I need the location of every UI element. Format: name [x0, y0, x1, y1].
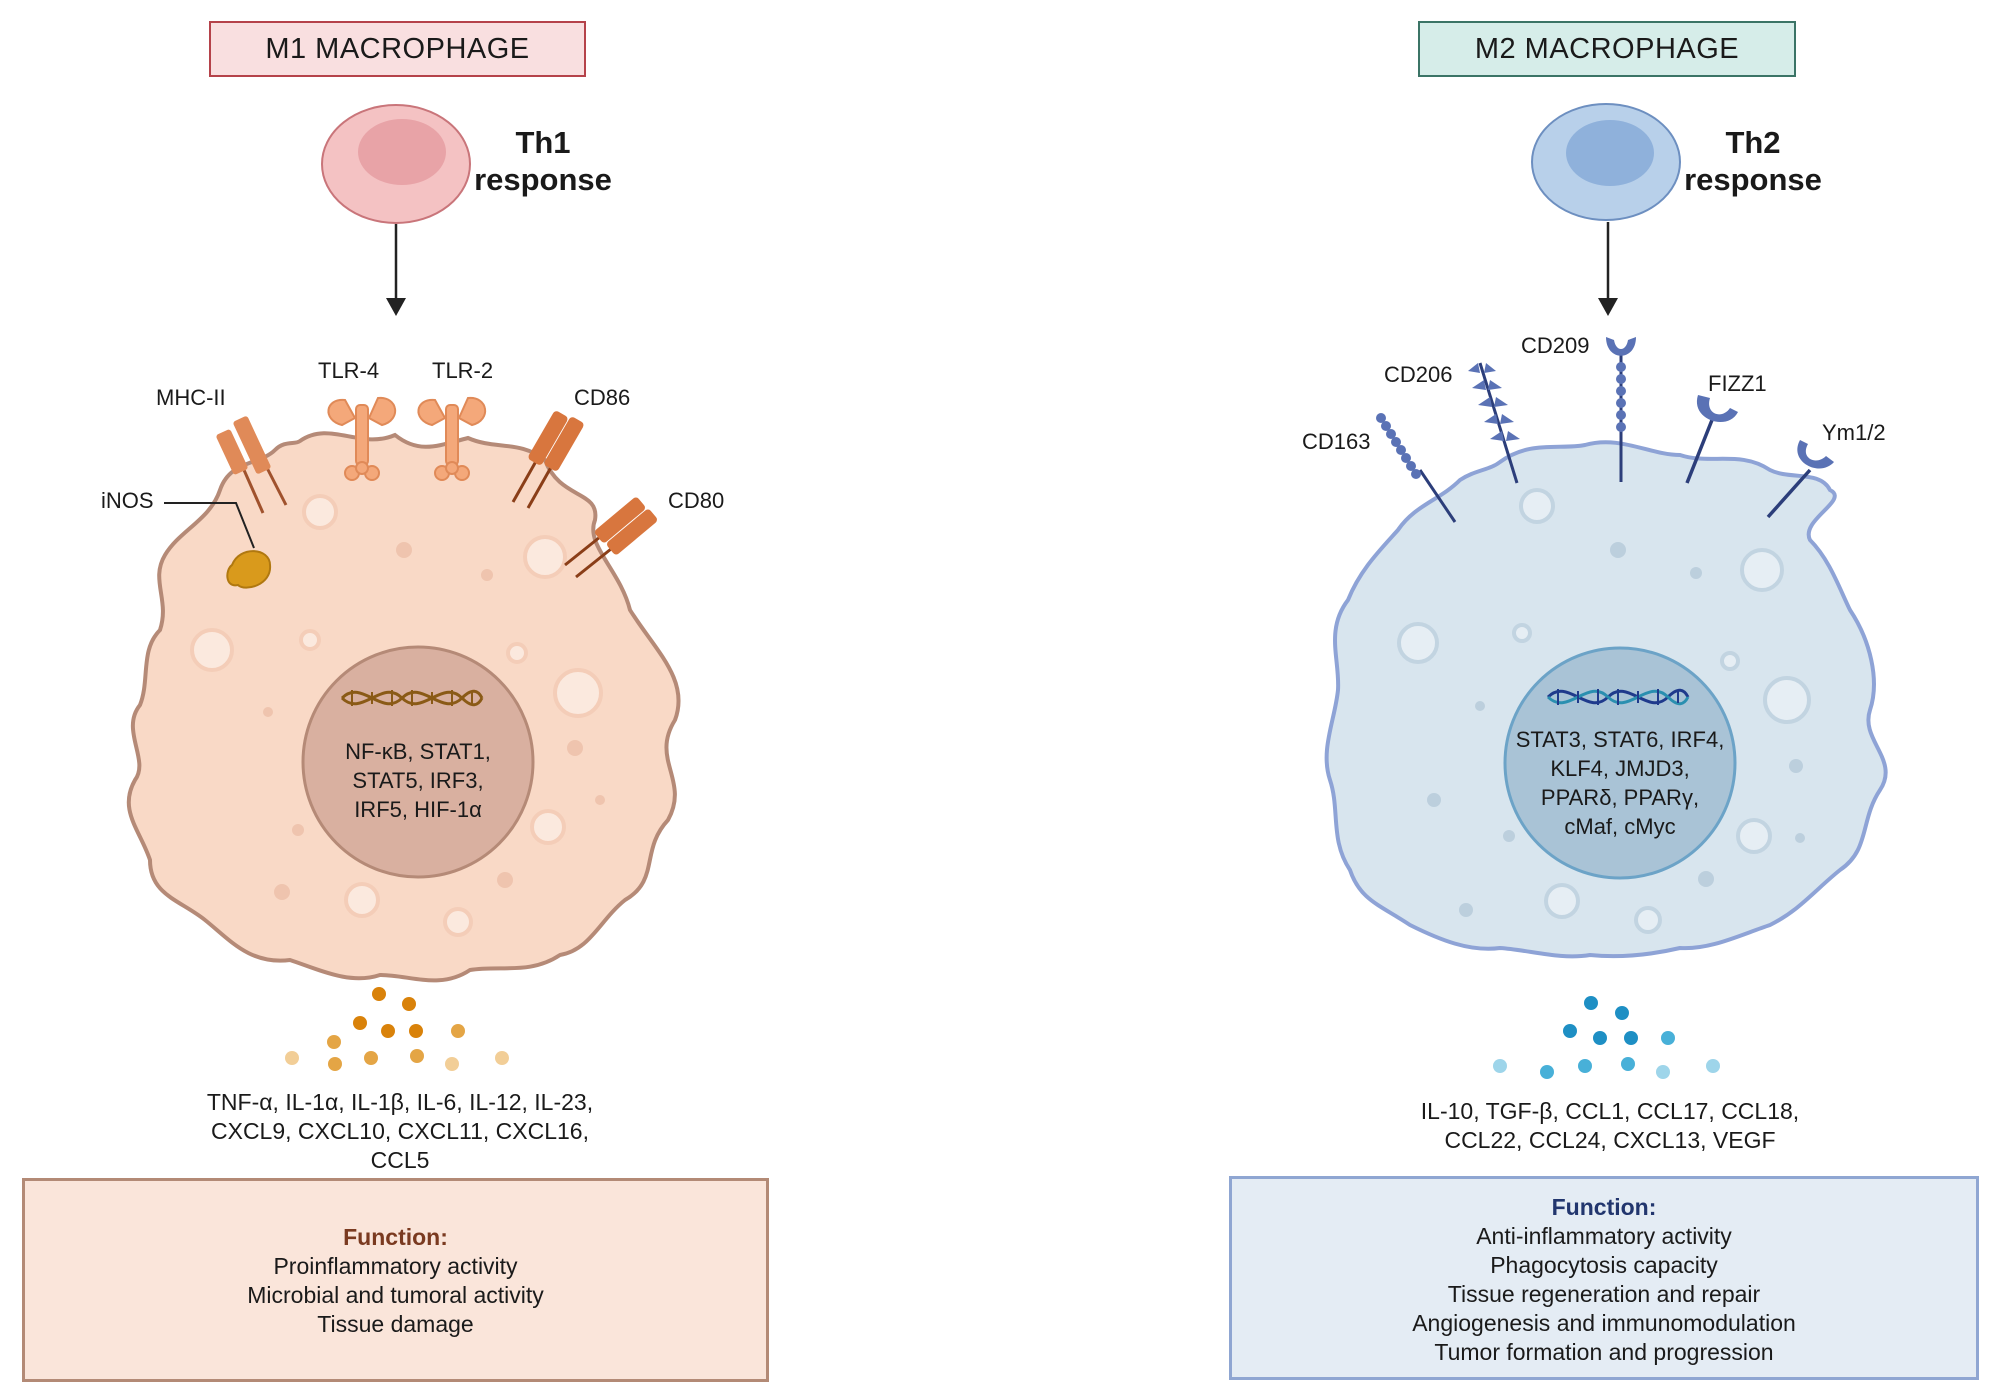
label-cd80: CD80 — [668, 488, 725, 513]
label-inos: iNOS — [101, 488, 154, 513]
cd86-icon — [511, 411, 584, 509]
m2-function-item: Anti-inflammatory activity — [1476, 1223, 1732, 1249]
label-cd163: CD163 — [1302, 429, 1371, 454]
m1-transcription-factors: NF-κB, STAT1, STAT5, IRF3, IRF5, HIF-1α — [345, 739, 491, 822]
tlr-4-icon — [327, 396, 397, 481]
m2-title: M2 MACROPHAGE — [1418, 21, 1796, 77]
m2-function-item: Phagocytosis capacity — [1490, 1252, 1718, 1278]
m2-transcription-factors: STAT3, STAT6, IRF4, KLF4, JMJD3, PPARδ, … — [1515, 727, 1725, 839]
label-tlr-2: TLR-2 — [432, 358, 494, 383]
tlr-2-icon — [417, 396, 487, 481]
label-cd209: CD209 — [1521, 333, 1590, 358]
cd206-icon — [1468, 362, 1520, 484]
ym1-2-icon — [1766, 440, 1834, 519]
m1-cytokine-dots — [285, 987, 509, 1071]
m2-vesicles — [1397, 488, 1811, 934]
m2-function-item: Tissue regeneration and repair — [1447, 1281, 1761, 1307]
label-cd86: CD86 — [574, 385, 631, 410]
m2-th2-cell — [1531, 103, 1681, 221]
m2-function-heading: Function: — [1551, 1194, 1657, 1220]
m1-title: M1 MACROPHAGE — [209, 21, 586, 77]
m1-function-heading: Function: — [343, 1224, 448, 1250]
label-mhc-ii: MHC-II — [156, 385, 226, 410]
m1-function-item: Tissue damage — [317, 1311, 474, 1337]
inos-icon — [164, 502, 272, 589]
fizz1-icon — [1685, 395, 1738, 484]
m1-arrow — [386, 224, 406, 316]
m1-vesicles — [190, 494, 603, 937]
m1-dna-icon — [340, 689, 484, 707]
label-cd206: CD206 — [1384, 362, 1453, 387]
m2-cytokine-dots — [1493, 996, 1720, 1079]
m2-nucleus — [1503, 646, 1737, 880]
m2-granules — [1427, 542, 1805, 917]
cd163-icon — [1376, 413, 1457, 523]
label-fizz1: FIZZ1 — [1708, 371, 1767, 396]
m2-function-box: Function: Anti-inflammatory activity Pha… — [1229, 1176, 1979, 1380]
m2-dna-icon — [1546, 688, 1690, 706]
m1-th1-cell — [321, 104, 471, 224]
m2-function-item: Angiogenesis and immunomodulation — [1412, 1310, 1796, 1336]
m2-function-item: Tumor formation and progression — [1434, 1339, 1774, 1365]
label-ym1-2: Ym1/2 — [1822, 420, 1886, 445]
m1-function-item: Proinflammatory activity — [273, 1253, 518, 1279]
m1-function-box: Function: Proinflammatory activity Micro… — [22, 1178, 769, 1382]
label-tlr-4: TLR-4 — [318, 358, 380, 383]
mhc-ii-icon — [216, 416, 288, 514]
m1-function-item: Microbial and tumoral activity — [247, 1282, 544, 1308]
cd80-icon — [564, 497, 657, 579]
cd209-icon — [1606, 337, 1636, 482]
m2-arrow — [1598, 222, 1618, 316]
m1-secreted-cytokines: TNF-α, IL-1α, IL-1β, IL-6, IL-12, IL-23,… — [206, 1089, 594, 1173]
m2-secreted-cytokines: IL-10, TGF-β, CCL1, CCL17, CCL18, CCL22,… — [1420, 1098, 1800, 1153]
